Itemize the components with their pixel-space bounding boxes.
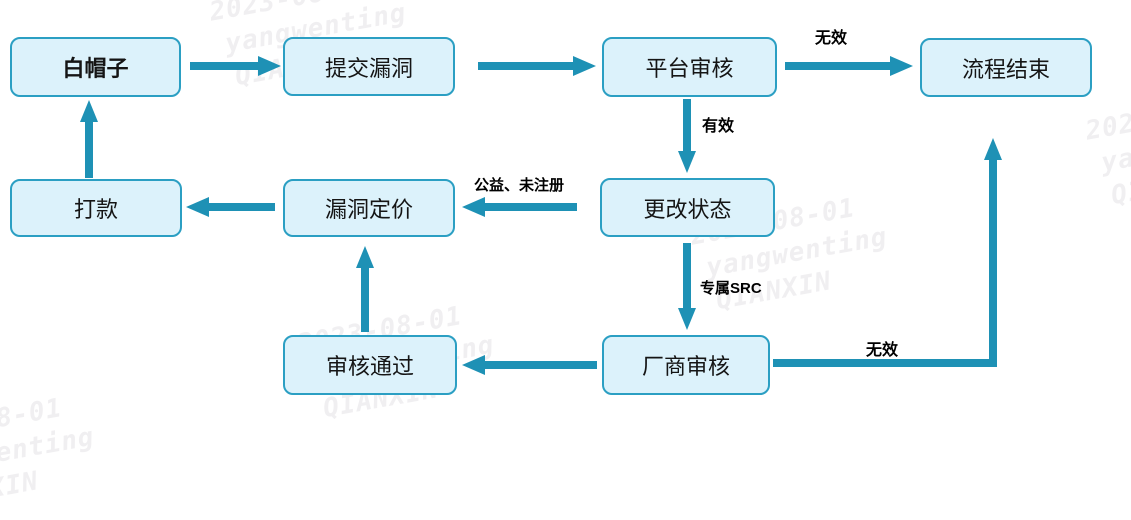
- edge-label-valid: 有效: [702, 118, 735, 135]
- arrow-status-to-vendor: [683, 243, 691, 308]
- node-submit-vulnerability: 提交漏洞: [283, 37, 455, 96]
- node-review-passed: 审核通过: [283, 335, 457, 395]
- watermark-block: 2023-08-01 yangwenting QIANXIN: [0, 386, 103, 520]
- node-white-hat: 白帽子: [10, 37, 181, 97]
- arrowhead-right-icon: [890, 56, 913, 76]
- node-payment: 打款: [10, 179, 182, 237]
- node-process-end: 流程结束: [920, 38, 1092, 97]
- arrowhead-right-icon: [258, 56, 281, 76]
- arrowhead-down-icon: [678, 308, 696, 330]
- arrow-platform-to-end: [785, 62, 890, 70]
- arrowhead-up-icon: [356, 246, 374, 268]
- arrow-vendor-to-passed: [485, 361, 597, 369]
- arrow-vendor-to-end-horizontal: [773, 359, 997, 367]
- edge-label-exclusive-src: 专属SRC: [700, 280, 762, 297]
- arrow-passed-to-pricing: [361, 268, 369, 332]
- watermark-block: 2023-08-01 yangwenting QIANXIN: [1083, 81, 1131, 215]
- arrow-platform-to-status: [683, 99, 691, 151]
- arrow-pricing-to-payment: [209, 203, 275, 211]
- arrowhead-down-icon: [678, 151, 696, 173]
- arrow-whitehat-to-submit: [190, 62, 258, 70]
- arrowhead-up-icon: [80, 100, 98, 122]
- node-platform-review: 平台审核: [602, 37, 777, 97]
- arrowhead-right-icon: [573, 56, 596, 76]
- arrow-submit-to-platform: [478, 62, 573, 70]
- arrow-payment-to-whitehat: [85, 122, 93, 178]
- edge-label-invalid-bottom: 无效: [866, 342, 899, 359]
- node-vulnerability-pricing: 漏洞定价: [283, 179, 455, 237]
- arrowhead-left-icon: [462, 355, 485, 375]
- edge-label-invalid-top: 无效: [815, 30, 848, 47]
- arrowhead-left-icon: [462, 197, 485, 217]
- arrow-status-to-pricing: [485, 203, 577, 211]
- arrow-vendor-to-end-vertical: [989, 160, 997, 367]
- node-change-status: 更改状态: [600, 178, 775, 237]
- arrowhead-left-icon: [186, 197, 209, 217]
- node-vendor-review: 厂商审核: [602, 335, 770, 395]
- arrowhead-up-icon: [984, 138, 1002, 160]
- edge-label-public-unregistered: 公益、未注册: [474, 177, 565, 194]
